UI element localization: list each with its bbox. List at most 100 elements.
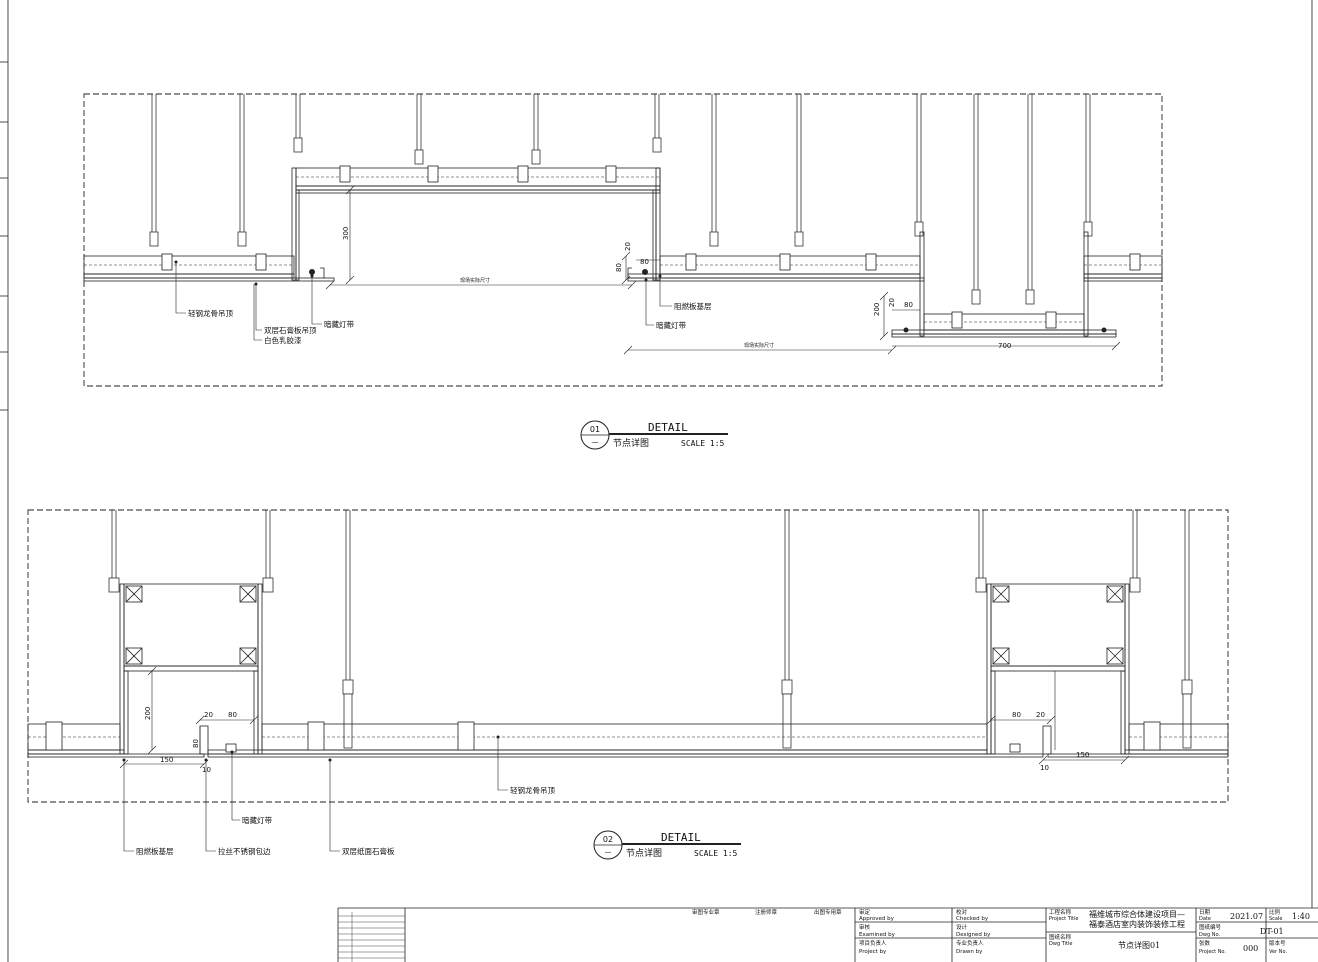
dim2-10: 10 xyxy=(202,766,211,774)
examined-cn: 审核 xyxy=(859,923,871,931)
label2-strip: 暗藏灯带 xyxy=(242,815,272,825)
cove-edge-left xyxy=(320,267,632,278)
ptitle-value-1: 福维城市综合体建设项目— xyxy=(1089,909,1185,919)
hanger-clips-02 xyxy=(108,577,1193,749)
ver-cn: 版本号 xyxy=(1269,939,1286,947)
scale-value: 1:40 xyxy=(1292,912,1310,921)
detail-01-drawing: 300 20 80 80 200 20 80 700 现场实际尺寸 现场实际尺寸 xyxy=(83,93,1163,450)
dim2-r150: 150 xyxy=(1076,751,1089,759)
detail-01-en: DETAIL xyxy=(648,421,688,434)
designed-en: Designed by xyxy=(956,932,991,938)
projno-en: Project No. xyxy=(1199,949,1226,955)
projno-value: 000 xyxy=(1243,944,1258,953)
detail-01-sub: — xyxy=(592,438,599,446)
dwgno-en: Dwg No. xyxy=(1199,932,1220,938)
checked-cn: 校对 xyxy=(956,908,968,916)
detail-02-drawing: 200 20 80 80 150 10 80 20 150 10 轻钢龙骨吊顶 … xyxy=(27,509,1229,860)
detail-02-number: 02 xyxy=(603,835,613,844)
label-board: 阻燃板基层 xyxy=(674,301,712,311)
dim-20-b: 20 xyxy=(888,298,896,307)
ceiling-drop-pocket xyxy=(891,231,1117,338)
leader-dots-02 xyxy=(122,735,500,762)
dimension-lines-02 xyxy=(119,666,1130,769)
ceiling-boards-02 xyxy=(27,721,1229,758)
detail-02-en: DETAIL xyxy=(661,831,701,844)
dim2-20: 20 xyxy=(204,711,213,719)
leader-lines xyxy=(175,262,672,341)
leader-dots xyxy=(174,260,662,286)
detail-01-title: 01 — DETAIL 节点详图 SCALE 1:5 xyxy=(580,420,728,450)
detail-02-title: 02 — DETAIL 节点详图 SCALE 1:5 xyxy=(593,830,741,860)
ptitle-value-2: 福泰酒店室内装饰装修工程 xyxy=(1089,919,1185,929)
dim-80-b: 80 xyxy=(904,301,913,309)
designed-cn: 设计 xyxy=(956,923,968,931)
signature-labels: 审定 Approved by 校对 Checked by 审核 Examined… xyxy=(859,908,991,955)
dtitle-cn: 图纸名称 xyxy=(1049,933,1072,941)
dim2-80: 80 xyxy=(228,711,237,719)
drawn-en: Drawn by xyxy=(956,949,983,955)
label2-board: 阻燃板基层 xyxy=(136,846,174,856)
label-paint: 白色乳胶漆 xyxy=(264,335,302,345)
dim2-200: 200 xyxy=(144,707,152,720)
label2-steel: 拉丝不锈钢包边 xyxy=(218,846,271,856)
detail-02-viewport xyxy=(27,509,1229,803)
detail-02-cn: 节点详图 xyxy=(626,847,662,859)
dim-80-side: 80 xyxy=(615,263,623,272)
ptitle-en: Project Title xyxy=(1049,916,1078,922)
detail-02-scale: SCALE 1:5 xyxy=(694,849,738,858)
ceiling-left-low xyxy=(83,253,335,282)
detail-01-scale: SCALE 1:5 xyxy=(681,439,725,448)
approved-cn: 审定 xyxy=(859,908,871,916)
detail-02-sub: — xyxy=(605,848,612,856)
drawn-cn: 专业负责人 xyxy=(956,939,984,947)
site-size-label: 现场实际尺寸 xyxy=(460,277,490,284)
project-en: Project by xyxy=(859,949,887,955)
hanger-clips xyxy=(149,137,1093,305)
dim2-r20: 20 xyxy=(1036,711,1045,719)
title-block: 审图专业章 注册师章 出图专用章 审定 Approved by 校对 Check… xyxy=(337,907,1318,962)
project-cn: 项目负责人 xyxy=(859,939,887,947)
ver-en: Ver No. xyxy=(1269,949,1287,955)
meta-cells: 日期 Date 2021.07 比例 Scale 1:40 图纸编号 Dwg N… xyxy=(1199,908,1310,955)
dim2-r80: 80 xyxy=(1012,711,1021,719)
dim-700: 700 xyxy=(998,342,1011,350)
projno-cn: 张数 xyxy=(1199,939,1211,947)
dtitle-en: Dwg Title xyxy=(1049,941,1072,947)
ceiling-raised xyxy=(291,165,661,281)
dim-20: 20 xyxy=(624,242,632,251)
site-size-label-2: 现场实际尺寸 xyxy=(744,342,774,349)
detail-01-number: 01 xyxy=(590,425,600,434)
dimension-lines xyxy=(325,185,1121,355)
date-cn: 日期 xyxy=(1199,909,1211,916)
annotation-text-01: 轻钢龙骨吊顶 双层石膏板吊顶 白色乳胶漆 暗藏灯带 阻燃板基层 暗藏灯带 xyxy=(188,301,712,345)
hanger-rods-02 xyxy=(111,510,1190,690)
label2-gypsum: 双层纸面石膏板 xyxy=(342,846,395,856)
approved-en: Approved by xyxy=(859,916,895,922)
ceiling-right-low xyxy=(627,253,1163,282)
stamp-output: 出图专用章 xyxy=(814,908,842,916)
dim-300: 300 xyxy=(342,227,350,240)
box-left xyxy=(119,583,263,755)
box-right xyxy=(986,583,1130,755)
scale-en: Scale xyxy=(1269,916,1282,922)
hanger-rods xyxy=(151,94,1091,300)
revision-grid xyxy=(338,912,405,962)
scale-cn: 比例 xyxy=(1269,908,1281,916)
ptitle-cn: 工程名称 xyxy=(1049,908,1072,916)
examined-en: Examined by xyxy=(859,932,896,938)
leader-lines-02 xyxy=(123,737,508,852)
dim2-80v: 80 xyxy=(192,739,200,748)
dim-200: 200 xyxy=(873,303,881,316)
stamp-registered: 注册师章 xyxy=(755,908,778,916)
dimension-text-02: 200 20 80 80 150 10 80 20 150 10 xyxy=(144,707,1089,774)
stamp-review: 审图专业章 xyxy=(692,908,720,916)
dim-80-top: 80 xyxy=(640,258,649,266)
dim2-r10: 10 xyxy=(1040,764,1049,772)
label-strip-right: 暗藏灯带 xyxy=(656,320,686,330)
label-strip-left: 暗藏灯带 xyxy=(324,319,354,329)
dim2-150: 150 xyxy=(160,756,173,764)
detail-01-cn: 节点详图 xyxy=(613,437,649,449)
project-title-cell: 工程名称 Project Title 福维城市综合体建设项目— 福泰酒店室内装饰… xyxy=(1049,908,1185,950)
